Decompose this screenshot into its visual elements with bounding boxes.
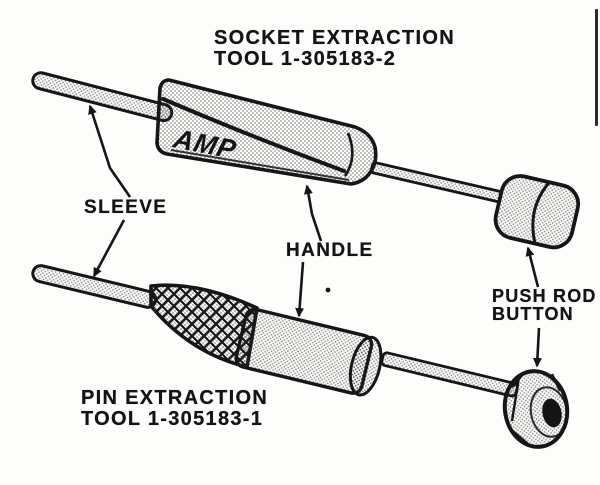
pin-tool-title-line1: PIN EXTRACTION [81, 387, 269, 409]
handle-callout-label: HANDLE [286, 240, 374, 261]
page-edge-scan-artifact [595, 9, 598, 126]
socket-sleeve [31, 71, 174, 123]
push-rod-button-arrow-to-socket-tool [525, 246, 540, 288]
push-rod-button-label-line2: BUTTON [492, 304, 574, 324]
pin-sleeve [31, 264, 158, 309]
pin-knurled-grip [149, 283, 259, 369]
handle-arrow-to-pin-tool [295, 261, 305, 318]
socket-push-rod [369, 161, 503, 203]
pin-push-rod [380, 351, 519, 398]
push-rod-button-arrow-to-pin-tool [532, 327, 542, 368]
sleeve-arrow-to-pin-tool [92, 219, 126, 278]
handle-arrow-to-socket-tool [303, 184, 323, 242]
socket-extraction-tool-drawing: AMP [31, 71, 581, 250]
pin-handle [234, 307, 383, 397]
socket-tool-title-line1: SOCKET EXTRACTION [214, 27, 455, 49]
callout-arrows [88, 104, 542, 368]
push-rod-button-label-line1: PUSH ROD [492, 286, 597, 306]
sleeve-arrow-to-socket-tool [88, 104, 132, 198]
pin-button-hole [542, 398, 562, 428]
socket-tool-title: SOCKET EXTRACTION TOOL 1-305183-2 [214, 28, 455, 70]
sleeve-callout-label: SLEEVE [84, 197, 168, 218]
socket-push-rod-button [493, 174, 581, 250]
pin-extraction-tool-drawing [31, 264, 570, 449]
scan-speck [325, 287, 331, 293]
pin-push-rod-button [502, 369, 570, 449]
pin-tool-title-line2: TOOL 1-305183-1 [81, 408, 264, 430]
pin-tool-title: PIN EXTRACTION TOOL 1-305183-1 [81, 388, 268, 430]
push-rod-button-callout-label: PUSH ROD BUTTON [492, 287, 597, 323]
socket-tool-title-line2: TOOL 1-305183-2 [214, 48, 397, 70]
socket-handle: AMP [155, 78, 378, 186]
